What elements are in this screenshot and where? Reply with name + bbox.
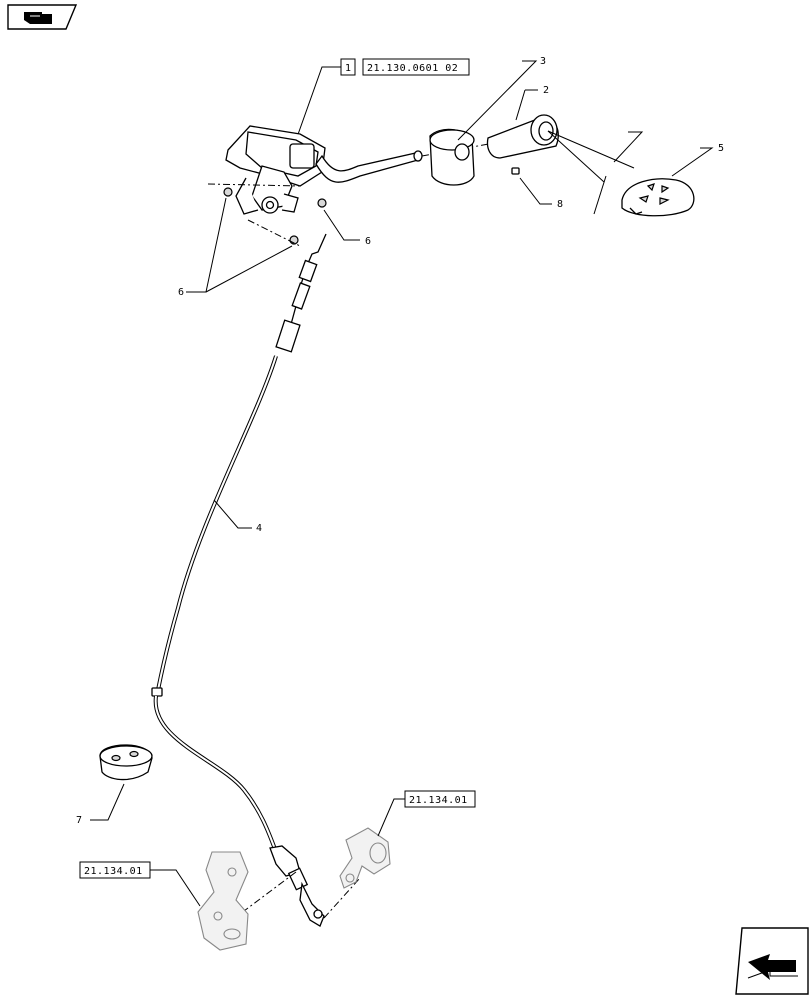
knob-part-2 — [486, 114, 559, 175]
bracket-left — [197, 851, 249, 951]
grommet-part-7 — [99, 744, 153, 781]
boot-part-3 — [429, 128, 475, 186]
reference-code: 21.134.01 — [409, 795, 468, 806]
svg-text:4: 4 — [256, 523, 262, 534]
reference-code: 21.134.01 — [84, 866, 143, 877]
svg-text:2: 2 — [543, 85, 549, 96]
break-lines — [547, 130, 644, 215]
svg-text:6: 6 — [365, 236, 371, 247]
reference-box-right[interactable]: 21.134.01 — [377, 790, 476, 837]
svg-text:5: 5 — [718, 143, 724, 154]
callout-8: 8 — [519, 177, 563, 210]
callout-5: 5 — [671, 143, 724, 177]
hand-pointer-icon[interactable] — [7, 4, 78, 30]
cap-part-5 — [621, 178, 695, 217]
svg-text:3: 3 — [540, 56, 546, 67]
callout-7: 7 — [76, 783, 125, 826]
reference-box-left[interactable]: 21.134.01 — [79, 861, 201, 907]
svg-text:8: 8 — [557, 199, 563, 210]
cable-part-4 — [151, 233, 361, 927]
callout-6-left: 6 — [178, 197, 293, 298]
reference-box-top[interactable]: 1 21.130.0601 02 — [295, 58, 470, 141]
callout-3: 3 — [457, 56, 546, 141]
lever-assembly — [207, 125, 501, 247]
callout-6-right: 6 — [323, 209, 371, 247]
svg-text:6: 6 — [178, 287, 184, 298]
reference-index: 1 — [345, 63, 352, 74]
callout-4: 4 — [213, 499, 262, 534]
arrow-bottom-left-icon[interactable] — [735, 927, 809, 995]
svg-text:7: 7 — [76, 815, 82, 826]
reference-code: 21.130.0601 02 — [367, 63, 458, 74]
callout-2: 2 — [515, 85, 549, 121]
bracket-right — [339, 827, 391, 889]
